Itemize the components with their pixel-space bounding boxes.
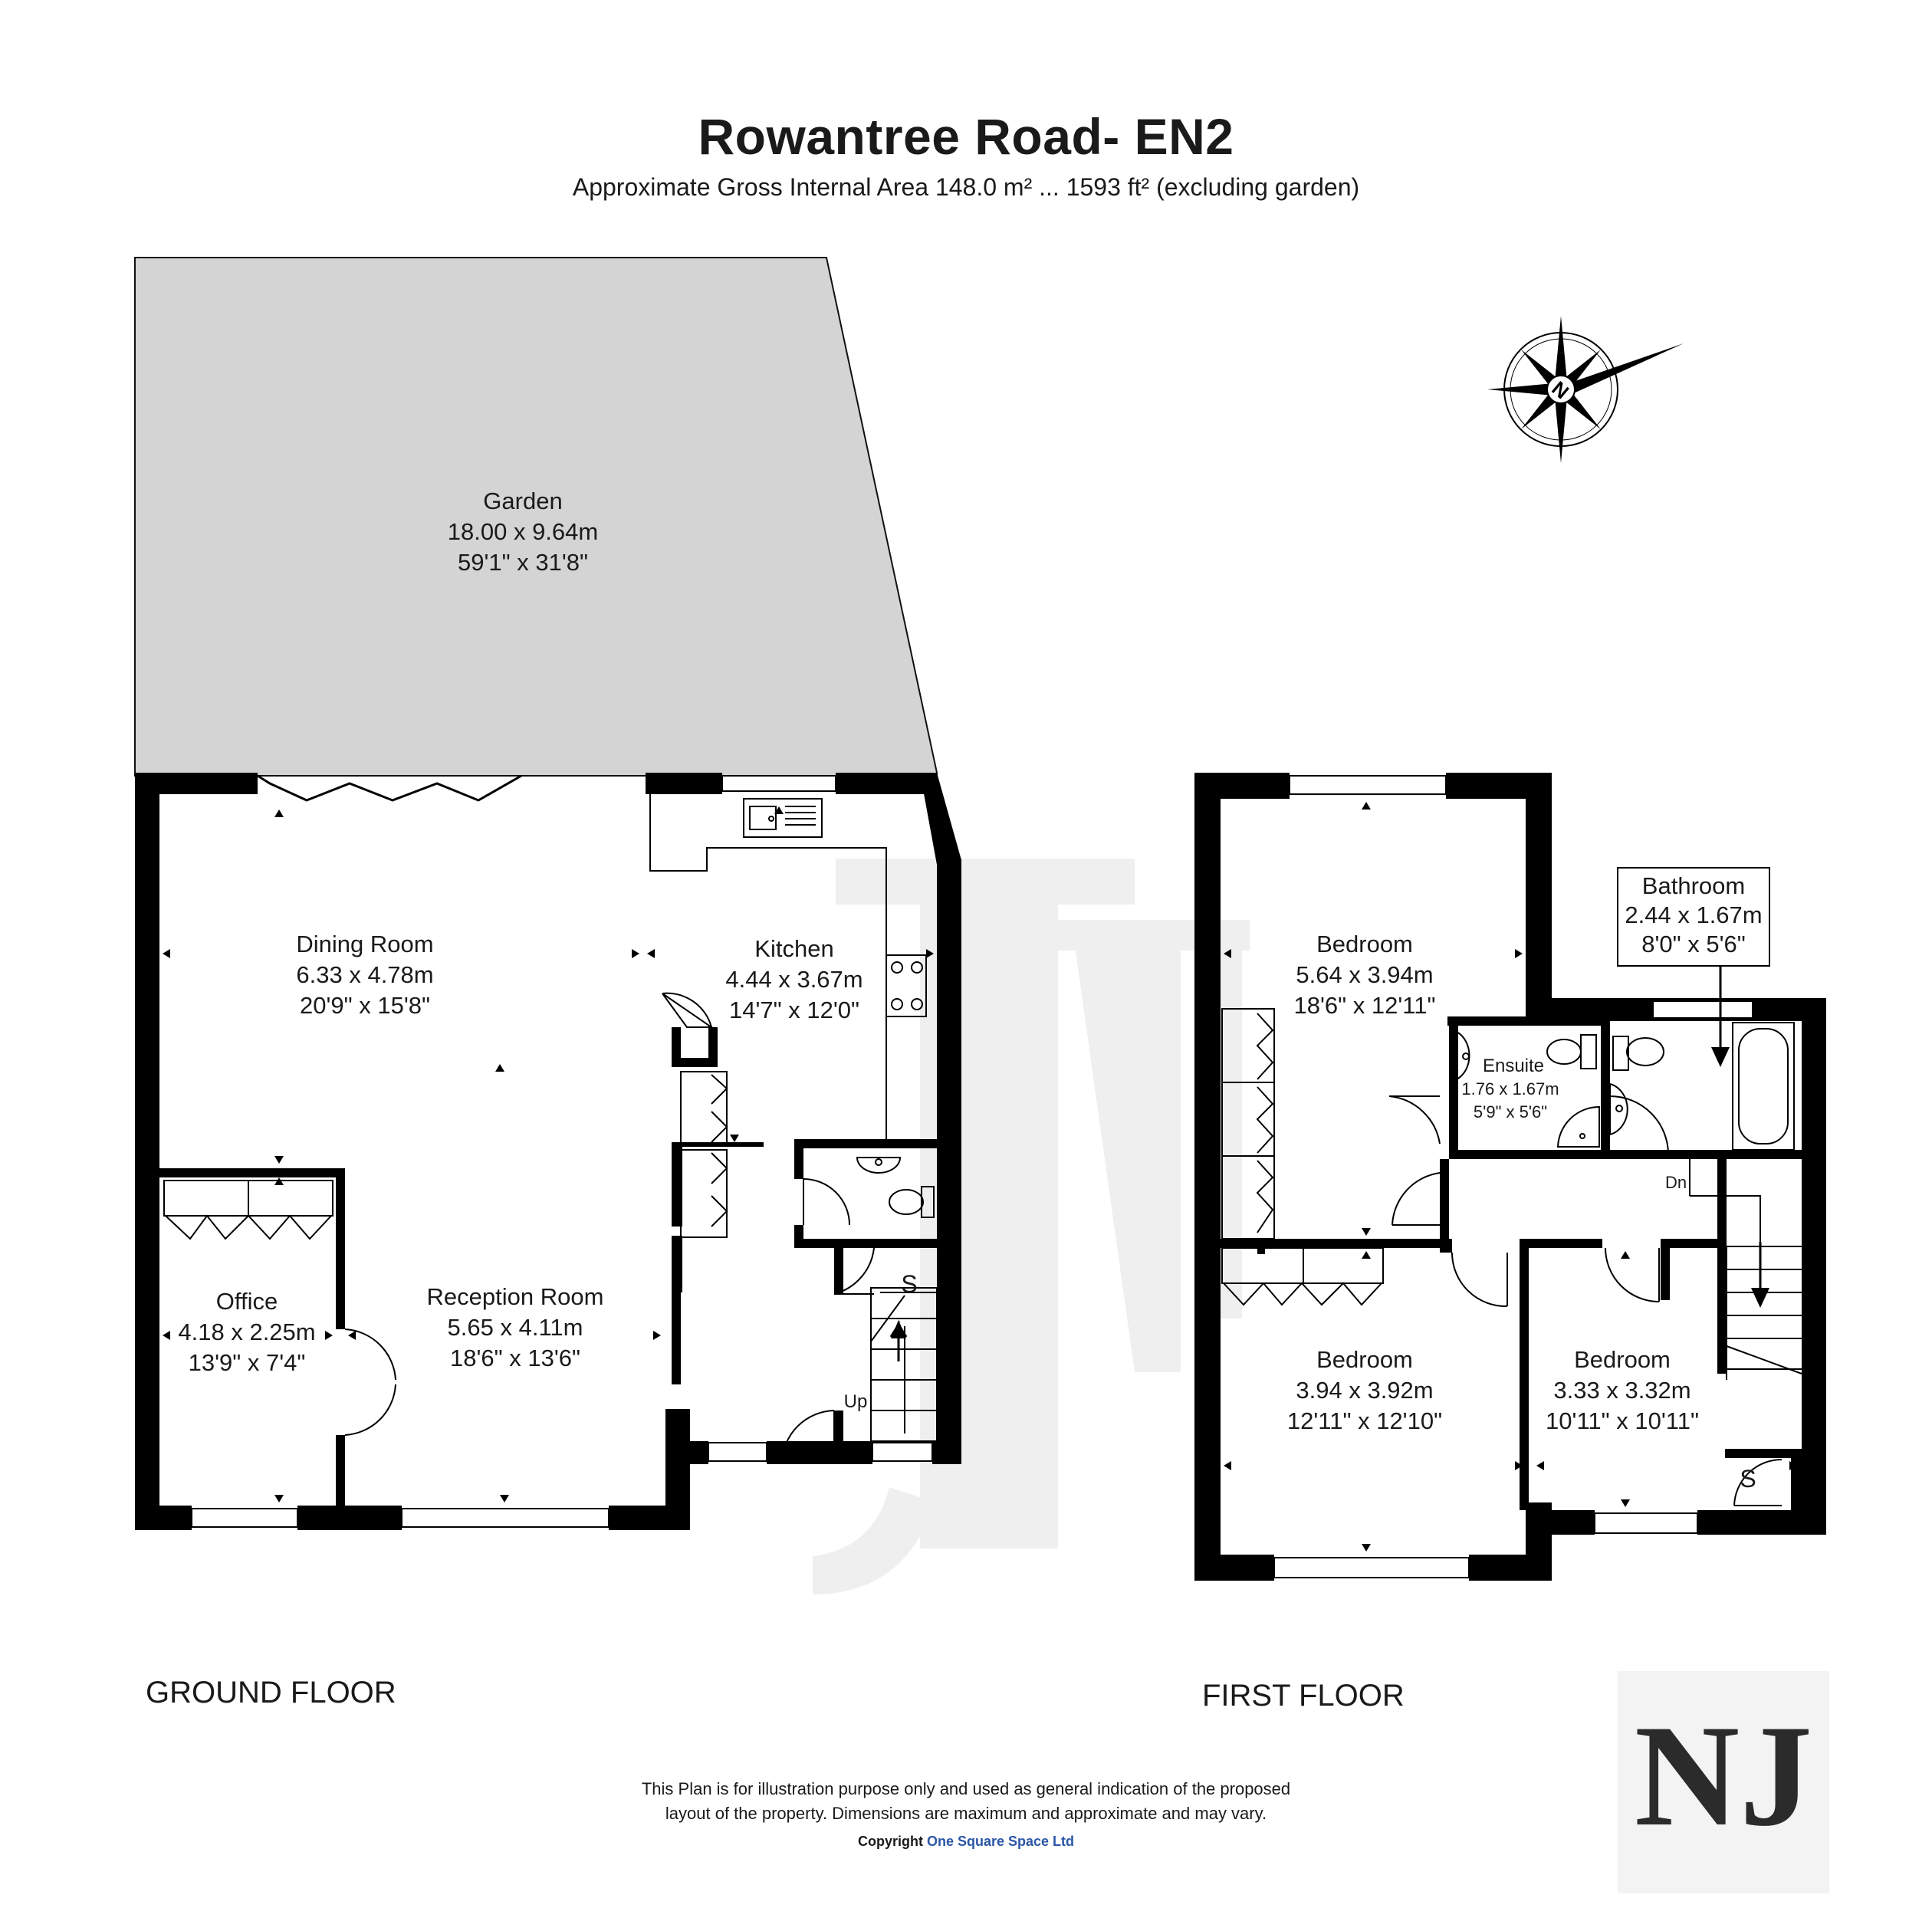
office-name: Office (216, 1288, 278, 1315)
bedroom1-imperial: 18'6" x 12'11" (1294, 992, 1436, 1019)
ground-floor-walls (135, 773, 961, 1530)
bedroom2-imperial: 12'11" x 12'10" (1287, 1407, 1442, 1434)
stairs-down-label: Dn (1665, 1173, 1687, 1192)
kitchen-name: Kitchen (754, 935, 833, 962)
page-subtitle: Approximate Gross Internal Area 148.0 m²… (572, 173, 1360, 201)
bathroom-name: Bathroom (1642, 872, 1745, 899)
page-title: Rowantree Road- EN2 (698, 108, 1234, 165)
kitchen-metric: 4.44 x 3.67m (725, 966, 863, 993)
bathroom-imperial: 8'0" x 5'6" (1641, 931, 1746, 957)
kitchen-counters (649, 794, 927, 1139)
logo-letters: NJ (1635, 1696, 1812, 1857)
first-floor-windows (1273, 775, 1753, 1578)
bathroom-metric: 2.44 x 1.67m (1625, 901, 1762, 928)
disclaimer-line-2: layout of the property. Dimensions are m… (665, 1804, 1267, 1823)
bedroom1-metric: 5.64 x 3.94m (1296, 961, 1433, 988)
bedroom2-metric: 3.94 x 3.92m (1296, 1377, 1433, 1404)
dining-metric: 6.33 x 4.78m (296, 961, 433, 988)
bathroom-label-box (1617, 867, 1770, 967)
ground-floor-label: GROUND FLOOR (146, 1676, 396, 1709)
garden-name: Garden (483, 488, 562, 514)
stairs-up-label: Up (844, 1391, 868, 1412)
copyright-prefix: Copyright (857, 1834, 923, 1849)
bedroom3-name: Bedroom (1574, 1346, 1671, 1373)
first-floor-label: FIRST FLOOR (1202, 1679, 1405, 1713)
ground-floor-fittings (163, 992, 938, 1463)
copyright: Copyright One Square Space Ltd (0, 1834, 1932, 1850)
garden-metric: 18.00 x 9.64m (448, 518, 598, 545)
first-floor-dimension-ticks (1224, 802, 1797, 1552)
dining-name: Dining Room (296, 931, 433, 957)
reception-imperial: 18'6" x 13'6" (450, 1345, 580, 1371)
kitchen-imperial: 14'7" x 12'0" (729, 997, 859, 1023)
dining-imperial: 20'9" x 15'8" (300, 992, 430, 1019)
ground-floor-windows (191, 775, 933, 1528)
copyright-brand-link[interactable]: One Square Space Ltd (926, 1834, 1075, 1849)
office-metric: 4.18 x 2.25m (178, 1319, 315, 1345)
bedroom2-name: Bedroom (1316, 1346, 1413, 1373)
first-floor-fittings (1221, 1008, 1804, 1506)
dimension-ticks (163, 806, 934, 1502)
disclaimer-line-1: This Plan is for illustration purpose on… (641, 1779, 1291, 1798)
nj-logo: NJ (1618, 1671, 1829, 1893)
bifold-door (257, 774, 522, 802)
reception-name: Reception Room (427, 1283, 604, 1310)
storage-label-first: S (1740, 1465, 1756, 1493)
compass-rose (1487, 316, 1684, 463)
bedroom3-metric: 3.33 x 3.32m (1553, 1377, 1691, 1404)
disclaimer: This Plan is for illustration purpose on… (0, 1777, 1932, 1826)
ensuite-name: Ensuite (1483, 1056, 1544, 1076)
storage-label-ground: S (901, 1270, 917, 1298)
bedroom3-imperial: 10'11" x 10'11" (1546, 1407, 1699, 1434)
ensuite-metric: 1.76 x 1.67m (1461, 1079, 1559, 1099)
ensuite-imperial: 5'9" x 5'6" (1474, 1102, 1547, 1121)
office-imperial: 13'9" x 7'4" (189, 1349, 306, 1376)
watermark-logo (813, 859, 1250, 1594)
garden-area (134, 257, 938, 777)
garden-imperial: 59'1" x 31'8" (458, 549, 588, 576)
bedroom1-name: Bedroom (1316, 931, 1413, 957)
reception-metric: 5.65 x 4.11m (448, 1314, 583, 1341)
